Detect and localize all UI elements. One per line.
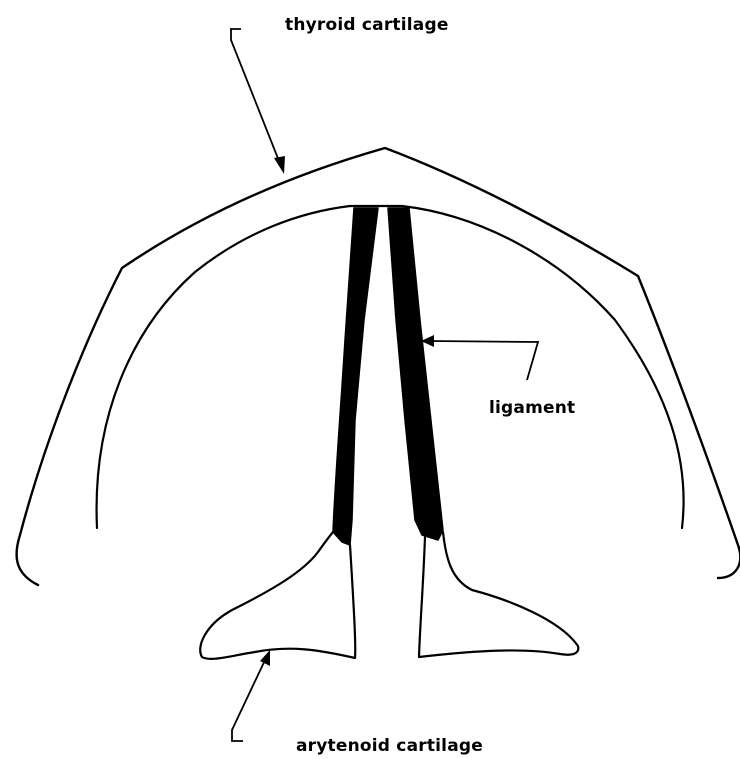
right-arytenoid-cartilage	[419, 532, 578, 657]
left-arytenoid-cartilage	[200, 532, 355, 659]
arytenoid-cartilage-label: arytenoid cartilage	[296, 736, 483, 756]
ligament-label: ligament	[489, 398, 575, 418]
arytenoid-arrowhead	[260, 650, 270, 666]
left-vocal-ligament	[333, 208, 378, 545]
arytenoid-label-leader	[232, 658, 266, 741]
right-vocal-ligament	[388, 208, 443, 540]
thyroid-label-leader	[231, 29, 281, 166]
ligament-label-leader	[430, 341, 538, 380]
thyroid-arrowhead	[274, 156, 285, 174]
thyroid-cartilage-label: thyroid cartilage	[285, 15, 449, 35]
thyroid-cartilage-inner	[97, 206, 684, 528]
